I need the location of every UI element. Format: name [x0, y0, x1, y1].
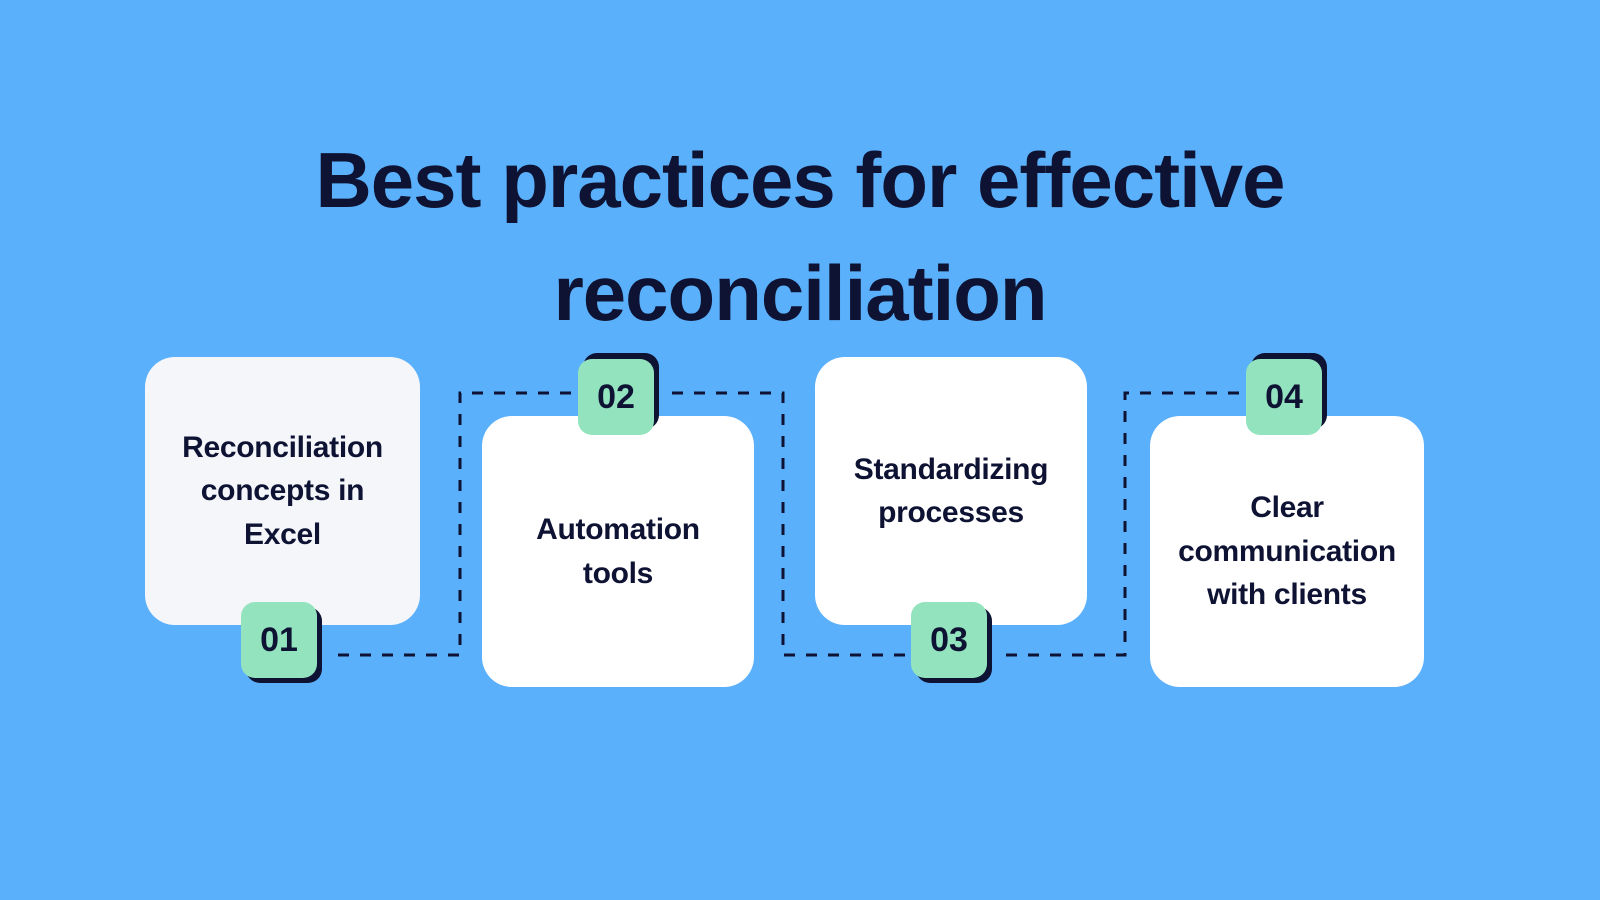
step-card-2-title: Automation tools — [536, 513, 700, 590]
step-badge-4-chip: 04 — [1246, 359, 1322, 435]
step-badge-4-number: 04 — [1265, 378, 1303, 416]
step-badge-2[interactable]: 02 — [578, 353, 659, 435]
step-badge-1-number: 01 — [260, 621, 298, 659]
step-card-3[interactable]: Standardizing processes — [815, 357, 1087, 625]
step-badge-1-chip: 01 — [241, 602, 317, 678]
step-card-3-title: Standardizing processes — [853, 452, 1049, 530]
step-badge-2-number: 02 — [597, 378, 635, 416]
step-badge-1[interactable]: 01 — [241, 602, 322, 683]
step-card-4[interactable]: Clear communication with clients — [1150, 416, 1424, 687]
step-badge-3-number: 03 — [930, 621, 968, 659]
step-card-4-title: Clear communication with clients — [1178, 491, 1396, 612]
step-card-1[interactable]: Reconciliation concepts in Excel — [145, 357, 420, 625]
step-badge-3-chip: 03 — [911, 602, 987, 678]
step-badge-3[interactable]: 03 — [911, 602, 992, 683]
step-badge-4[interactable]: 04 — [1246, 353, 1327, 435]
step-card-1-title: Reconciliation concepts in Excel — [182, 430, 383, 551]
page-title: Best practices for effective reconciliat… — [315, 136, 1285, 338]
step-card-2[interactable]: Automation tools — [482, 416, 754, 687]
step-badge-2-chip: 02 — [578, 359, 654, 435]
